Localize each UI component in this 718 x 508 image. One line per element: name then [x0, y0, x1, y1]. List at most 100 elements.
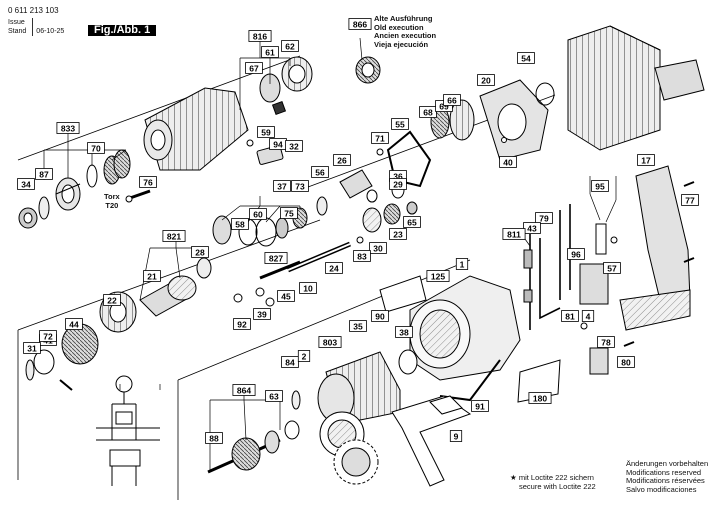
- svg-text:60: 60: [253, 210, 263, 220]
- svg-text:58: 58: [235, 220, 245, 230]
- svg-text:90: 90: [375, 312, 385, 322]
- stand-label: Stand: [8, 28, 27, 35]
- ring-87-icon: [38, 196, 50, 220]
- battery-pack-icon: [567, 25, 705, 151]
- svg-text:87: 87: [39, 170, 49, 180]
- brush-wiring-detail: [96, 375, 160, 486]
- svg-text:866: 866: [353, 20, 367, 30]
- svg-text:1: 1: [460, 260, 465, 270]
- callout-43: 43: [523, 222, 541, 234]
- svg-text:72: 72: [43, 332, 53, 342]
- callout-75: 75: [280, 207, 298, 219]
- callout-20: 20: [477, 74, 495, 86]
- callout-95: 95: [591, 180, 609, 192]
- svg-text:59: 59: [261, 128, 271, 138]
- modifications-note: Änderungen vorbehalten Modifications res…: [626, 459, 709, 494]
- part-number: 0 611 213 103: [8, 6, 59, 15]
- callout-70: 70: [87, 142, 105, 154]
- flange-20-icon: [430, 79, 555, 161]
- svg-text:80: 80: [621, 358, 631, 368]
- figure-label: Fig./Abb. 1: [88, 25, 157, 36]
- svg-text:78: 78: [601, 338, 611, 348]
- svg-text:827: 827: [269, 254, 283, 264]
- svg-text:180: 180: [533, 394, 547, 404]
- svg-text:816: 816: [253, 32, 267, 42]
- star-icon: ★: [510, 473, 517, 482]
- callout-864: 864: [232, 384, 256, 396]
- callout-803: 803: [318, 336, 342, 348]
- svg-text:22: 22: [107, 296, 117, 306]
- screw-76-icon: [125, 189, 151, 203]
- svg-text:91: 91: [475, 402, 485, 412]
- callout-4: 4: [581, 310, 595, 322]
- callout-67: 67: [245, 62, 263, 74]
- callout-811: 811: [502, 228, 526, 240]
- svg-text:39: 39: [257, 310, 267, 320]
- callout-58: 58: [231, 218, 249, 230]
- svg-text:28: 28: [195, 248, 205, 258]
- svg-text:65: 65: [407, 218, 417, 228]
- callout-84: 84: [281, 356, 299, 368]
- svg-text:54: 54: [521, 54, 531, 64]
- svg-text:77: 77: [685, 196, 695, 206]
- callout-827: 827: [264, 252, 288, 264]
- svg-text:2: 2: [302, 352, 307, 362]
- screws: [580, 181, 695, 347]
- callout-125: 125: [426, 270, 450, 282]
- armature-icon: [207, 390, 301, 474]
- callout-39: 39: [253, 308, 271, 320]
- svg-text:71: 71: [375, 134, 385, 144]
- nut-34-icon: [18, 207, 38, 229]
- callout-87: 87: [35, 168, 53, 180]
- svg-text:37: 37: [277, 182, 287, 192]
- svg-text:43: 43: [527, 224, 537, 234]
- chuck-parts: [18, 149, 131, 229]
- callout-80: 80: [617, 356, 635, 368]
- svg-text:70: 70: [91, 144, 101, 154]
- callout-79: 79: [535, 212, 553, 224]
- callout-68: 68: [419, 106, 437, 118]
- svg-text:864: 864: [237, 386, 251, 396]
- svg-text:44: 44: [69, 320, 79, 330]
- svg-text:67: 67: [249, 64, 259, 74]
- svg-text:81: 81: [565, 312, 575, 322]
- piston-parts: [316, 130, 432, 233]
- svg-text:94: 94: [273, 140, 283, 150]
- callout-66: 66: [443, 94, 461, 106]
- callout-29: 29: [389, 178, 407, 190]
- torx-note: Torx T20: [104, 192, 120, 210]
- callout-37: 37: [273, 180, 291, 192]
- svg-text:21: 21: [147, 272, 157, 282]
- svg-text:84: 84: [285, 358, 295, 368]
- callout-63: 63: [265, 390, 283, 402]
- callout-96: 96: [567, 248, 585, 260]
- svg-text:9: 9: [454, 432, 459, 442]
- handle-icon: [619, 165, 691, 331]
- svg-text:17: 17: [641, 156, 651, 166]
- callout-54: 54: [517, 52, 535, 64]
- callout-17: 17: [637, 154, 655, 166]
- callout-78: 78: [597, 336, 615, 348]
- callout-65: 65: [403, 216, 421, 228]
- svg-text:29: 29: [393, 180, 403, 190]
- callout-22: 22: [103, 294, 121, 306]
- svg-text:69: 69: [439, 102, 449, 112]
- svg-text:62: 62: [285, 42, 295, 52]
- svg-text:26: 26: [337, 156, 347, 166]
- ring-70-icon: [86, 164, 98, 188]
- motor-icon: [317, 349, 418, 485]
- callout-81: 81: [561, 310, 579, 322]
- callout-40: 40: [499, 156, 517, 168]
- callout-57: 57: [603, 262, 621, 274]
- svg-text:821: 821: [167, 232, 181, 242]
- callout-45: 45: [277, 290, 295, 302]
- callout-32: 32: [285, 140, 303, 152]
- callout-71: 71: [371, 132, 389, 144]
- svg-text:66: 66: [447, 96, 457, 106]
- callout-59: 59: [257, 126, 275, 138]
- callout-72: 72: [39, 330, 57, 342]
- svg-text:57: 57: [607, 264, 617, 274]
- callout-30: 30: [369, 242, 387, 254]
- callout-2: 2: [297, 350, 311, 362]
